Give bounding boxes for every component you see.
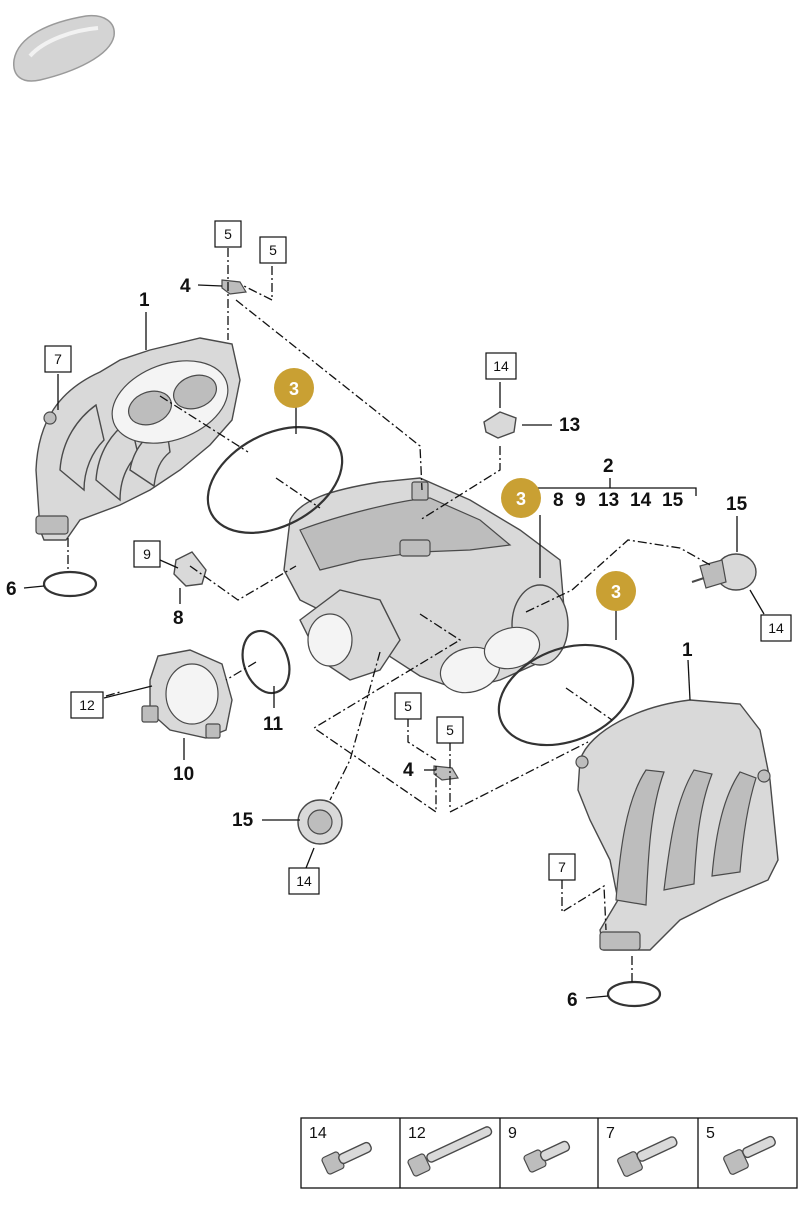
o-ring-left xyxy=(206,426,344,534)
box-label-5-a-text: 5 xyxy=(224,226,232,242)
box-label-5-c-text: 5 xyxy=(404,698,412,714)
box-label-12-text: 12 xyxy=(79,697,95,713)
box-label-14-right: 14 xyxy=(760,614,792,642)
callout-10: 10 xyxy=(173,764,194,785)
fastener-label: 12 xyxy=(408,1125,426,1142)
fastener-cell: 14 xyxy=(309,1125,372,1175)
callout-6-left: 6 xyxy=(6,579,17,600)
fastener-label: 14 xyxy=(309,1125,327,1142)
kit-item: 9 xyxy=(575,490,586,511)
badge-3-a-label: 3 xyxy=(289,379,299,399)
badge-3-b-label: 3 xyxy=(516,489,526,509)
sensor-8 xyxy=(173,551,207,587)
box-label-5-d-text: 5 xyxy=(446,722,454,738)
box-label-12: 12 xyxy=(70,691,104,719)
callout-1-left: 1 xyxy=(139,290,150,311)
callout-11: 11 xyxy=(263,714,284,735)
bolt-icon xyxy=(617,1136,678,1177)
clip-4-bottom xyxy=(433,765,459,781)
bolt-icon xyxy=(407,1126,493,1177)
leader-lines xyxy=(23,248,765,999)
plenum-housing xyxy=(283,477,569,694)
fastener-label: 7 xyxy=(606,1125,615,1142)
bolt-icon xyxy=(523,1140,571,1173)
badge-3-c: 3 xyxy=(596,571,636,611)
box-label-7-right-text: 7 xyxy=(558,859,566,875)
box-label-5-b-text: 5 xyxy=(269,242,277,258)
box-label-7-left-text: 7 xyxy=(54,351,62,367)
fastener-label: 5 xyxy=(706,1125,715,1142)
box-label-7-right: 7 xyxy=(548,853,576,881)
vehicle-thumbnail-icon xyxy=(13,14,115,82)
callout-8: 8 xyxy=(173,608,184,629)
callout-1-right: 1 xyxy=(682,640,693,661)
box-label-5-b: 5 xyxy=(259,236,287,264)
box-label-9-text: 9 xyxy=(143,546,151,562)
actuator-15-right xyxy=(691,553,757,591)
box-label-14-top-text: 14 xyxy=(493,358,509,374)
box-label-5-a: 5 xyxy=(214,220,242,248)
box-label-14-right-text: 14 xyxy=(768,620,784,636)
callout-4-bottom: 4 xyxy=(403,760,414,781)
gasket-11 xyxy=(241,629,291,695)
box-label-5-d: 5 xyxy=(436,716,464,744)
fastener-cell: 9 xyxy=(508,1125,571,1173)
box-label-14-top: 14 xyxy=(485,352,517,380)
kit-item: 13 xyxy=(598,490,619,511)
box-label-14-bottom: 14 xyxy=(288,867,320,895)
box-label-9: 9 xyxy=(133,540,161,568)
badge-3-b: 3 xyxy=(501,478,541,518)
badge-3-a: 3 xyxy=(274,368,314,408)
sensor-13 xyxy=(483,411,517,439)
box-label-5-c: 5 xyxy=(394,692,422,720)
fastener-cell: 5 xyxy=(706,1125,776,1175)
callout-15-right: 15 xyxy=(726,494,748,515)
throttle-body xyxy=(141,649,233,739)
fastener-cell: 7 xyxy=(606,1125,678,1177)
left-intake-manifold xyxy=(35,337,241,541)
callout-15-bottom: 15 xyxy=(232,810,254,831)
clip-4-top xyxy=(221,279,247,295)
callout-6-right: 6 xyxy=(567,990,578,1011)
fastener-label: 9 xyxy=(508,1125,517,1142)
box-label-14-bottom-text: 14 xyxy=(296,873,312,889)
bolt-icon xyxy=(723,1135,776,1175)
callout-4-top: 4 xyxy=(180,276,191,297)
bolt-icon xyxy=(321,1141,372,1175)
kit-item: 15 xyxy=(662,490,684,511)
cover-15-bottom xyxy=(297,799,343,845)
o-ring-right xyxy=(497,643,635,747)
seal-6-left xyxy=(42,570,98,598)
kit-item: 14 xyxy=(630,490,652,511)
callout-13: 13 xyxy=(559,415,580,436)
kit-item: 8 xyxy=(553,490,564,511)
seal-6-right xyxy=(606,980,662,1008)
badge-3-c-label: 3 xyxy=(611,582,621,602)
callout-2: 2 xyxy=(603,456,614,477)
kit-list: 8 9 13 14 15 xyxy=(553,490,684,511)
right-intake-manifold xyxy=(575,699,779,951)
box-label-7-left: 7 xyxy=(44,345,72,373)
fastener-table: 14 12 9 7 xyxy=(300,1117,798,1189)
fastener-cell: 12 xyxy=(407,1125,493,1177)
